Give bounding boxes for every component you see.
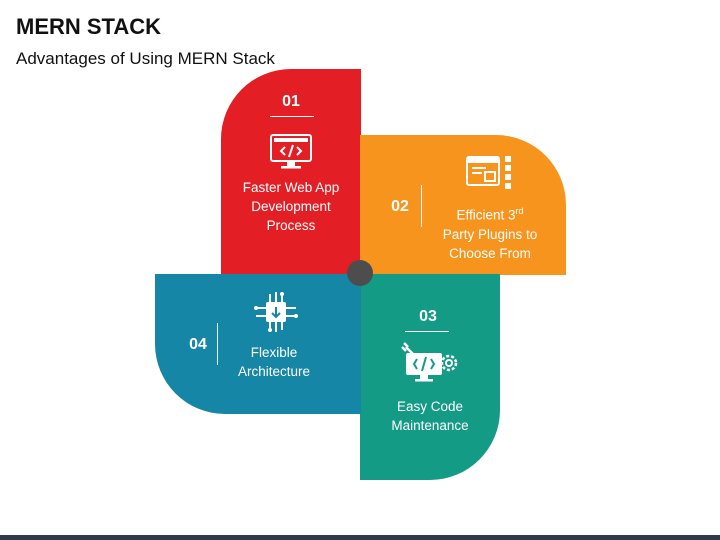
petal-03-number: 03 — [419, 308, 437, 325]
code-maintenance-icon — [401, 342, 458, 382]
petal-03 — [360, 274, 500, 480]
petal-04-text: Flexible Architecture — [237, 345, 311, 379]
petal-04-number: 04 — [189, 336, 207, 353]
petal-03-text: Easy Code Maintenance — [391, 399, 469, 433]
petal-03-divider — [405, 331, 449, 332]
monitor-code-icon — [270, 134, 312, 169]
plugins-window-icon — [466, 156, 511, 189]
petal-01-divider — [270, 116, 314, 117]
petal-01-number: 01 — [282, 93, 300, 110]
page-subtitle: Advantages of Using MERN Stack — [16, 49, 275, 68]
petal-01-text: Faster Web App Development Process — [242, 180, 340, 233]
bottom-bar — [0, 535, 720, 540]
petal-04-divider — [217, 323, 218, 365]
petal-01 — [221, 69, 361, 275]
petal-02-number: 02 — [391, 198, 409, 215]
center-hub — [347, 260, 373, 286]
chip-architecture-icon — [254, 292, 298, 332]
page-title: MERN STACK — [16, 14, 162, 39]
petal-02-text: Efficient 3rd Party Plugins to Choose Fr… — [442, 206, 538, 261]
petal-02-divider — [421, 185, 422, 227]
petal-02 — [360, 135, 566, 275]
petal-04 — [155, 274, 361, 414]
